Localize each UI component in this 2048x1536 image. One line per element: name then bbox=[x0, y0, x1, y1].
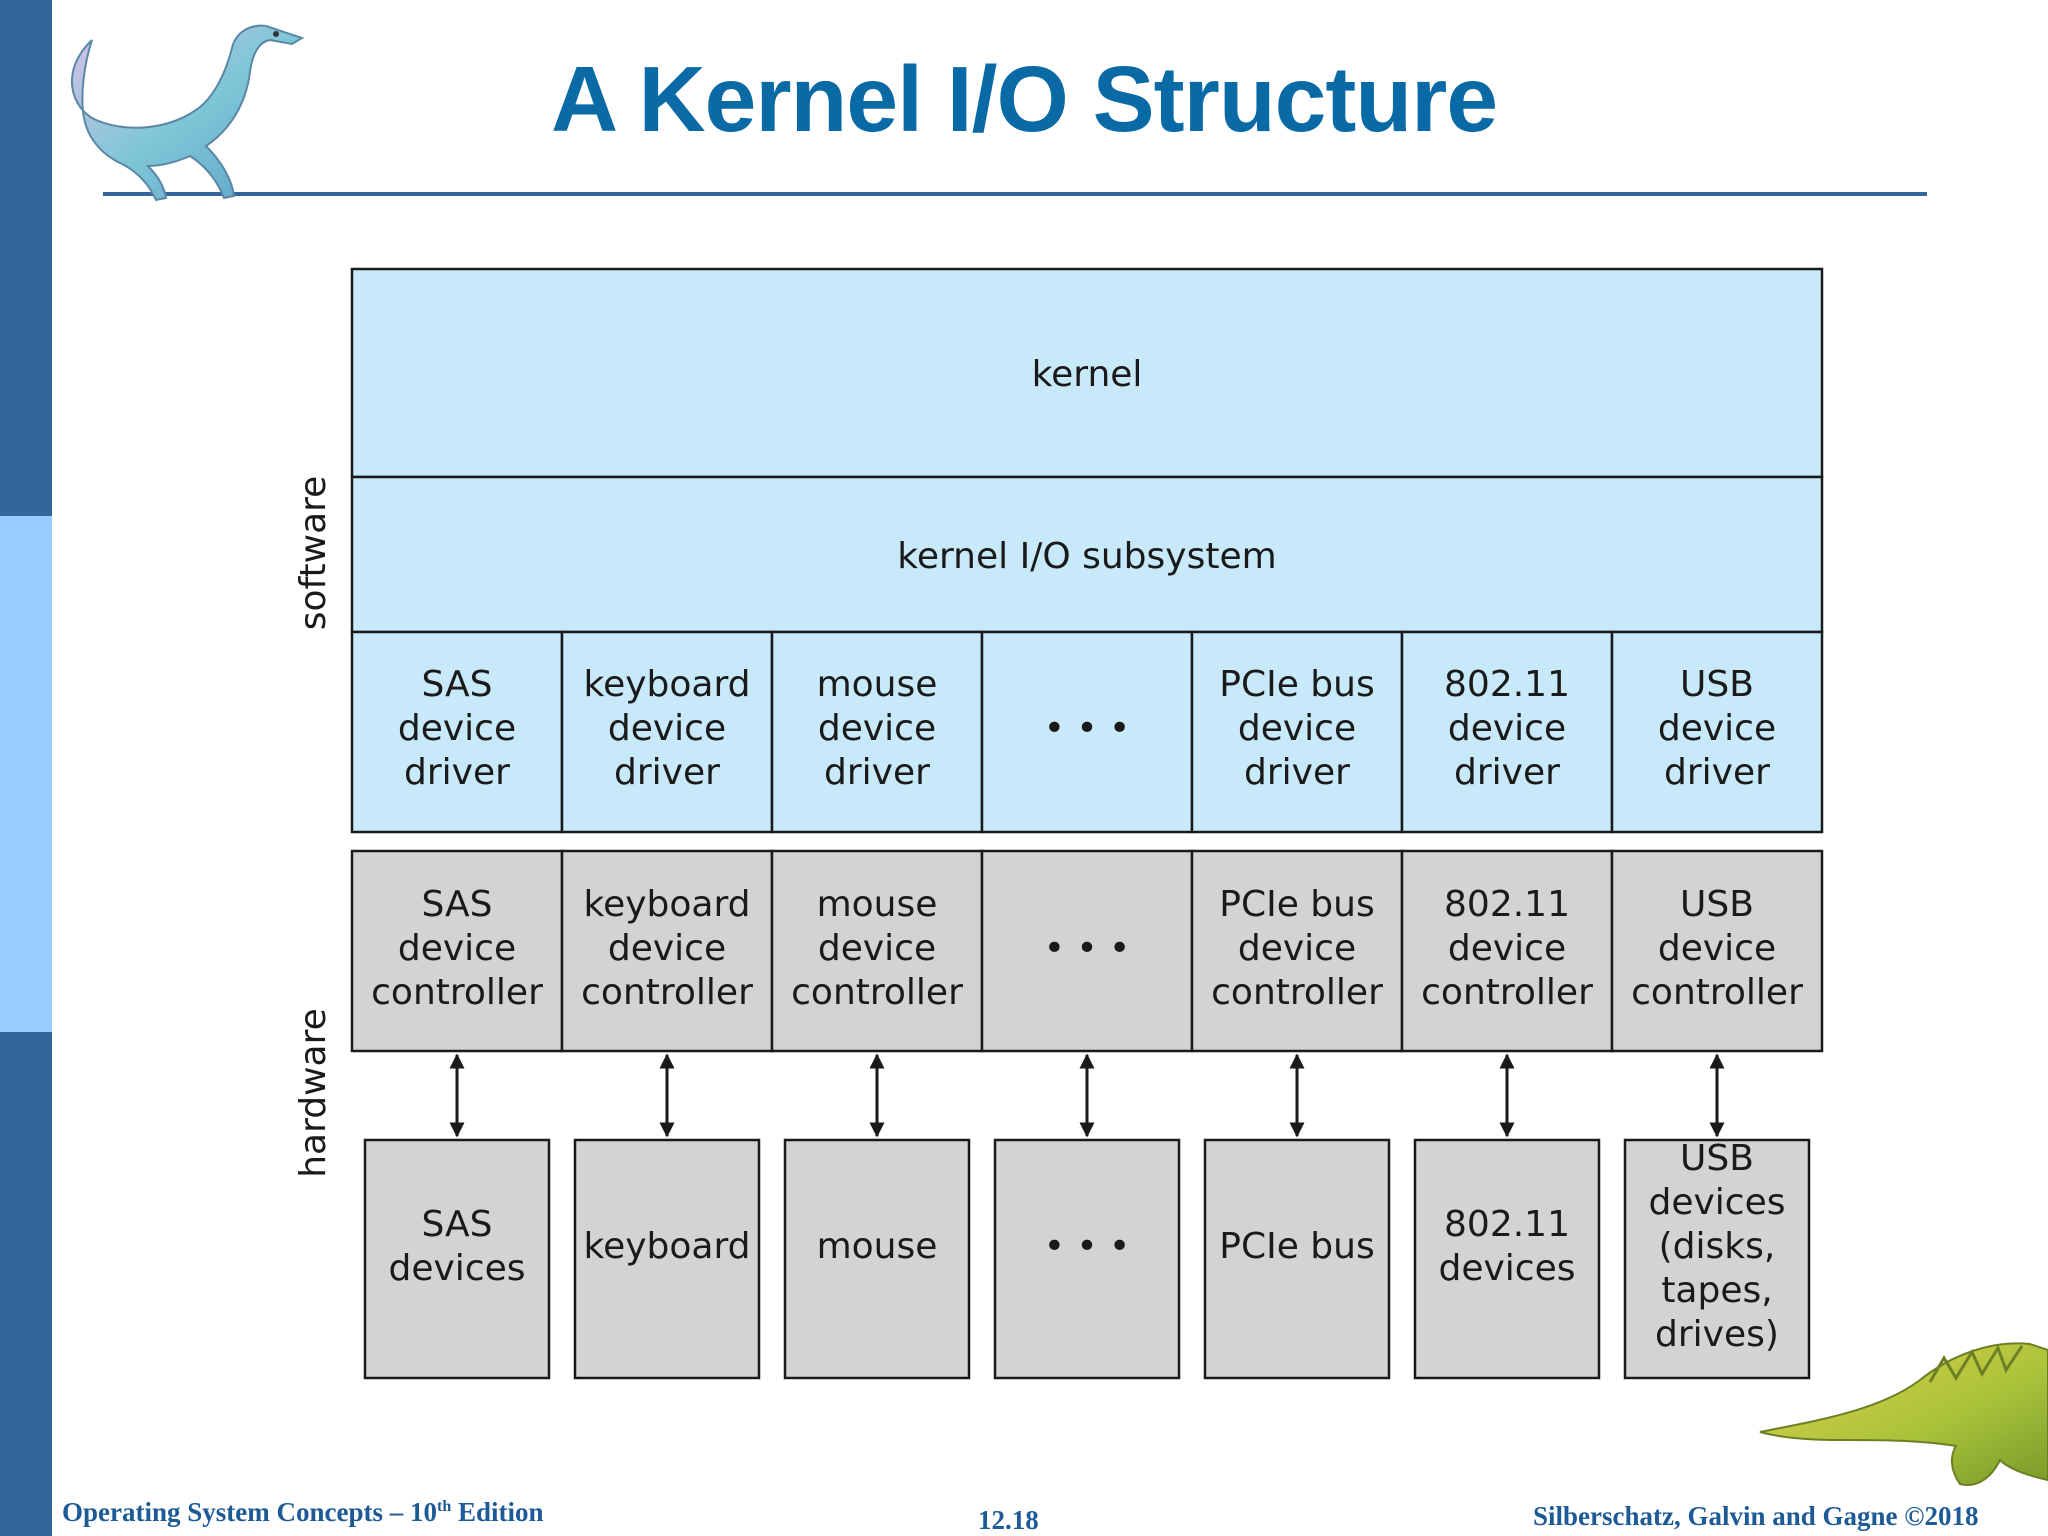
stripe-segment-bottom bbox=[0, 1032, 52, 1536]
device-driver-cell bbox=[560, 630, 774, 834]
device-box bbox=[1413, 1138, 1601, 1380]
device-driver-label: device bbox=[608, 708, 726, 749]
device-label: devices bbox=[1648, 1182, 1785, 1223]
device-label: mouse bbox=[817, 1226, 938, 1267]
footer-book-title: Operating System Concepts – 10th Edition bbox=[62, 1497, 544, 1528]
device-controller-label: controller bbox=[371, 972, 543, 1013]
dinosaur-icon bbox=[1759, 1342, 2048, 1486]
device-box bbox=[1623, 1138, 1811, 1380]
device-label: SAS bbox=[422, 1204, 493, 1245]
device-controller-label: keyboard bbox=[584, 884, 751, 925]
footer-copyright: Silberschatz, Galvin and Gagne ©2018 bbox=[1533, 1501, 1979, 1531]
device-controller-label: device bbox=[818, 928, 936, 969]
device-controller-label: controller bbox=[1421, 972, 1593, 1013]
device-controller-label: device bbox=[1238, 928, 1356, 969]
device-driver-label: driver bbox=[1244, 752, 1350, 793]
device-controller-label: controller bbox=[1211, 972, 1383, 1013]
footer-page-number: 12.18 bbox=[978, 1505, 1039, 1535]
device-controller-label: 802.11 bbox=[1444, 884, 1570, 925]
device-driver-label: device bbox=[398, 708, 516, 749]
io-subsystem-layer bbox=[350, 475, 1824, 634]
title-rule bbox=[103, 192, 1927, 196]
device-driver-label: keyboard bbox=[584, 664, 751, 705]
device-controller-label: device bbox=[1658, 928, 1776, 969]
device-driver-label: SAS bbox=[422, 664, 493, 705]
device-controller-label: controller bbox=[581, 972, 753, 1013]
io-subsystem-label: kernel I/O subsystem bbox=[897, 536, 1276, 577]
device-label: devices bbox=[388, 1248, 525, 1289]
device-controller-cell bbox=[350, 849, 564, 1053]
device-controller-cell bbox=[1610, 849, 1824, 1053]
device-label: devices bbox=[1438, 1248, 1575, 1289]
device-driver-label: device bbox=[818, 708, 936, 749]
device-driver-label: mouse bbox=[817, 664, 938, 705]
device-label: drives) bbox=[1655, 1314, 1779, 1355]
device-controller-label: controller bbox=[1631, 972, 1803, 1013]
device-controller-cell bbox=[1190, 849, 1404, 1053]
device-controller-label: device bbox=[1448, 928, 1566, 969]
device-driver-label: USB bbox=[1680, 664, 1754, 705]
device-driver-label: driver bbox=[1454, 752, 1560, 793]
hardware-side-label: hardware bbox=[293, 1008, 334, 1178]
device-label: keyboard bbox=[584, 1226, 751, 1267]
dinosaur-icon bbox=[70, 24, 305, 202]
device-driver-label: device bbox=[1238, 708, 1356, 749]
device-controller-label: mouse bbox=[817, 884, 938, 925]
device-box bbox=[573, 1138, 761, 1380]
device-driver-label: 802.11 bbox=[1444, 664, 1570, 705]
stripe-segment-middle bbox=[0, 516, 52, 1032]
device-driver-cell bbox=[1610, 630, 1824, 834]
device-label: USB bbox=[1680, 1138, 1754, 1179]
device-controller-label: device bbox=[608, 928, 726, 969]
device-driver-cell bbox=[770, 630, 984, 834]
device-controller-cell bbox=[980, 849, 1194, 1053]
device-driver-label: driver bbox=[404, 752, 510, 793]
device-controller-cell bbox=[770, 849, 984, 1053]
device-label: • • • bbox=[1044, 1226, 1131, 1267]
device-driver-label: driver bbox=[824, 752, 930, 793]
device-box bbox=[363, 1138, 551, 1380]
device-controller-label: USB bbox=[1680, 884, 1754, 925]
footer-book-title-text: Operating System Concepts – 10 bbox=[62, 1497, 437, 1527]
slide-title: A Kernel I/O Structure bbox=[550, 47, 1498, 151]
device-driver-cell bbox=[350, 630, 564, 834]
device-driver-cell bbox=[1400, 630, 1614, 834]
device-label: PCIe bus bbox=[1219, 1226, 1374, 1267]
device-driver-label: PCIe bus bbox=[1219, 664, 1374, 705]
device-driver-cell bbox=[980, 630, 1194, 834]
device-controller-label: controller bbox=[791, 972, 963, 1013]
side-stripe bbox=[0, 0, 52, 1536]
device-driver-label: driver bbox=[614, 752, 720, 793]
device-controller-label: SAS bbox=[422, 884, 493, 925]
device-controller-label: device bbox=[398, 928, 516, 969]
device-driver-label: device bbox=[1448, 708, 1566, 749]
footer-edition-suffix: th bbox=[436, 1498, 452, 1515]
device-controller-label: • • • bbox=[1044, 928, 1131, 969]
device-label: tapes, bbox=[1661, 1270, 1772, 1311]
device-driver-label: • • • bbox=[1044, 708, 1131, 749]
device-box bbox=[783, 1138, 971, 1380]
software-side-label: software bbox=[293, 476, 334, 631]
device-controller-label: PCIe bus bbox=[1219, 884, 1374, 925]
device-controller-cell bbox=[1400, 849, 1614, 1053]
device-columns: SASdevicedriverSASdevicecontrollerSASdev… bbox=[350, 630, 1824, 1380]
device-box bbox=[993, 1138, 1181, 1380]
kernel-layer bbox=[350, 267, 1824, 479]
stripe-segment-top bbox=[0, 0, 52, 516]
device-driver-label: device bbox=[1658, 708, 1776, 749]
footer-edition-text: Edition bbox=[451, 1497, 544, 1527]
device-label: (disks, bbox=[1659, 1226, 1776, 1267]
device-box bbox=[1203, 1138, 1391, 1380]
kernel-label: kernel bbox=[1032, 354, 1143, 395]
device-driver-label: driver bbox=[1664, 752, 1770, 793]
device-label: 802.11 bbox=[1444, 1204, 1570, 1245]
